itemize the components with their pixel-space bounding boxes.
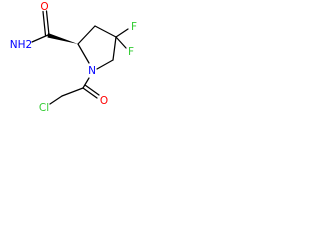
atom-label-chlorine: Cl	[39, 102, 49, 114]
bond-amide-co-a	[45, 10, 50, 36]
bond-amide-co-b	[42, 10, 47, 37]
atom-label-fluorine-1: F	[131, 21, 137, 33]
bond-ch2-cl	[49, 95, 63, 105]
atom-label-acyl-o: O	[100, 95, 108, 107]
molecule-structure: O NH2 F F N O Cl	[10, 1, 137, 114]
bond-acyl-co-b	[84, 84, 100, 96]
atom-label-ring-n: N	[88, 65, 96, 77]
bond-c3-c4	[94, 25, 117, 38]
bond-c4-c5	[112, 36, 117, 61]
bond-c4-f2	[115, 36, 127, 49]
bond-n1-c2	[77, 43, 90, 64]
atom-label-amide-o: O	[40, 1, 48, 13]
bond-acyl-c-ch2	[61, 87, 84, 97]
atom-label-amide-nh2: NH2	[10, 39, 32, 51]
bond-n1-acyl-c	[82, 77, 90, 89]
bond-c2-c3	[77, 25, 96, 45]
bond-amide-cn	[31, 34, 49, 43]
atom-label-fluorine-2: F	[128, 46, 134, 58]
bond-wedge-c2-amide	[47, 33, 78, 44]
bond-c5-n1	[96, 59, 114, 70]
bond-c4-f1	[115, 28, 129, 38]
bond-acyl-co-a	[82, 87, 98, 99]
